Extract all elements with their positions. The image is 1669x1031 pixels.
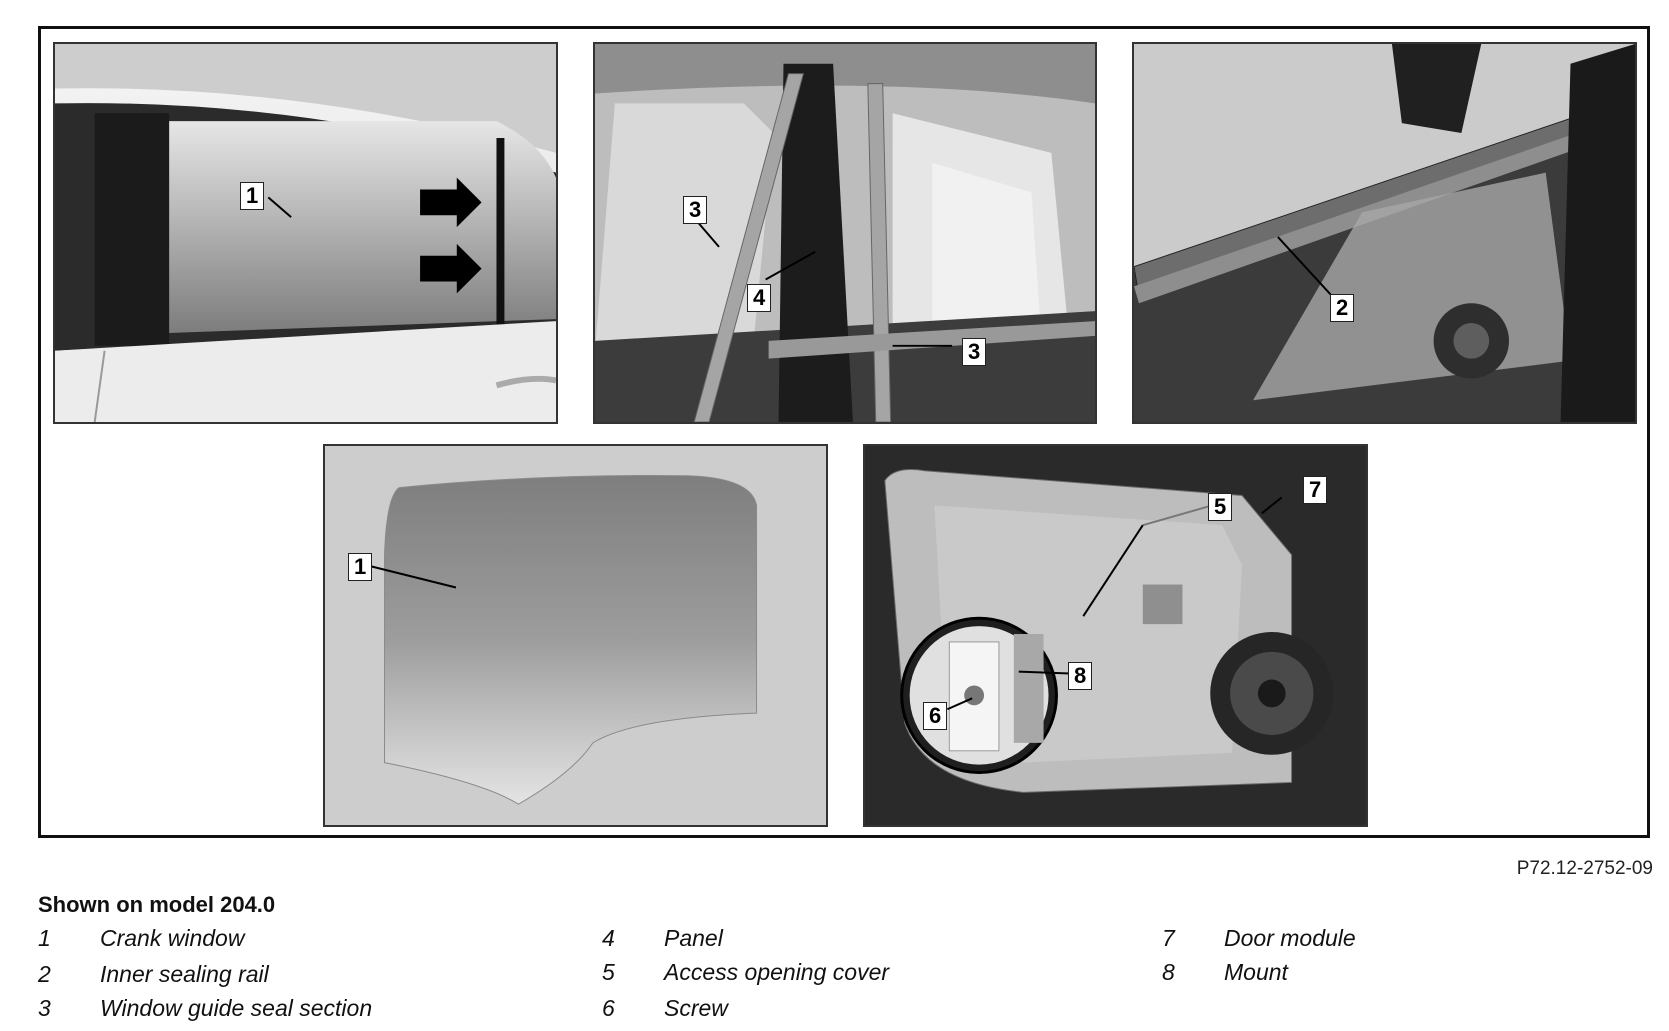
legend-number: 3 — [38, 995, 51, 1021]
legend-number: 2 — [38, 961, 51, 987]
callout-3-lower: 3 — [962, 338, 987, 366]
b-pillar-interior-illustration — [595, 44, 1095, 422]
callout-4: 4 — [747, 284, 772, 312]
legend-label: Screw — [664, 995, 728, 1021]
panel-crank-window: 1 — [323, 444, 828, 827]
callout-2: 2 — [1330, 294, 1355, 322]
legend-label: Window guide seal section — [100, 995, 373, 1021]
legend-number: 6 — [602, 995, 615, 1021]
figure-reference: P72.12-2752-09 — [1516, 858, 1653, 879]
callout-3-upper: 3 — [683, 196, 708, 224]
panel-b-pillar-interior: 3 4 3 — [593, 42, 1097, 424]
panel-inner-sealing-rail: 2 — [1132, 42, 1637, 424]
panel-door-module: 5 7 8 6 — [863, 444, 1368, 827]
legend-label: Crank window — [100, 925, 245, 951]
legend-label: Panel — [664, 925, 723, 951]
rear-window-exterior-illustration — [55, 44, 556, 422]
legend-label: Inner sealing rail — [100, 961, 269, 987]
callout-1: 1 — [240, 182, 265, 210]
panel-rear-window-exterior: 1 — [53, 42, 558, 424]
legend-label: Access opening cover — [664, 959, 890, 985]
legend-number: 8 — [1162, 959, 1175, 985]
callout-5: 5 — [1208, 493, 1233, 521]
legend-number: 7 — [1162, 925, 1175, 951]
legend-label: Mount — [1224, 959, 1288, 985]
legend-number: 1 — [38, 925, 51, 951]
door-module-illustration — [865, 446, 1366, 825]
arrow-icon — [420, 243, 482, 294]
legend-number: 5 — [602, 959, 615, 985]
callout-8: 8 — [1068, 662, 1093, 690]
callout-6: 6 — [923, 702, 948, 730]
callout-1-glass: 1 — [348, 553, 373, 581]
caption-title: Shown on model 204.0 — [38, 892, 276, 917]
legend-label: Door module — [1224, 925, 1356, 951]
callout-7: 7 — [1303, 476, 1328, 504]
legend-number: 4 — [602, 925, 615, 951]
arrow-icon — [420, 177, 482, 228]
legend: 1 Crank window 2 Inner sealing rail 3 Wi… — [38, 925, 1638, 1025]
inner-sealing-rail-illustration — [1134, 44, 1635, 422]
crank-window-glass-illustration — [325, 446, 826, 825]
